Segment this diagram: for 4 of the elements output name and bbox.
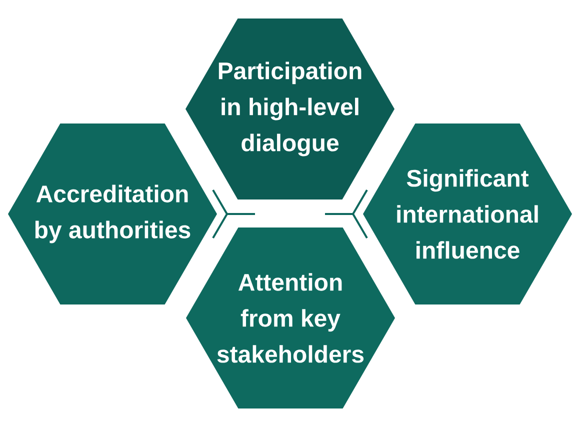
connector <box>212 189 256 239</box>
hexagon: Accreditation by authorities <box>8 124 217 304</box>
connector <box>324 189 368 239</box>
hexagon: Significant international influence <box>363 124 572 304</box>
